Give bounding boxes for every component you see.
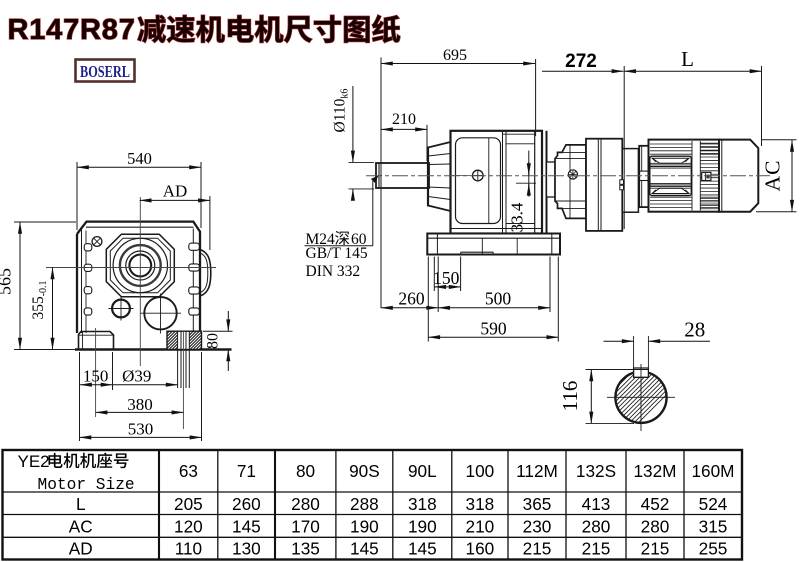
svg-text:AD: AD	[163, 182, 188, 201]
svg-text:R147R87: R147R87	[8, 14, 136, 46]
svg-text:100: 100	[466, 461, 495, 481]
svg-text:110: 110	[175, 539, 202, 559]
svg-text:120: 120	[174, 516, 203, 536]
svg-text:71: 71	[237, 461, 256, 481]
svg-text:215: 215	[523, 539, 552, 559]
svg-text:215: 215	[641, 539, 670, 559]
svg-text:130: 130	[232, 539, 261, 559]
svg-text:60: 60	[351, 231, 367, 248]
svg-text:272: 272	[565, 51, 597, 72]
svg-text:80: 80	[205, 333, 222, 349]
svg-text:210: 210	[392, 111, 416, 128]
svg-text:150: 150	[433, 268, 460, 288]
svg-text:145: 145	[350, 539, 379, 559]
svg-text:190: 190	[408, 516, 437, 536]
svg-text:170: 170	[291, 516, 320, 536]
svg-text:190: 190	[350, 516, 379, 536]
svg-text:215: 215	[582, 539, 611, 559]
svg-text:L: L	[681, 47, 694, 71]
svg-text:280: 280	[291, 494, 320, 514]
svg-text:132S: 132S	[576, 461, 616, 481]
svg-text:Ø39: Ø39	[122, 367, 151, 386]
svg-text:230: 230	[523, 516, 552, 536]
svg-text:90L: 90L	[408, 461, 437, 481]
svg-text:524: 524	[699, 494, 728, 514]
svg-text:GB/T 145: GB/T 145	[306, 245, 368, 262]
svg-text:116: 116	[558, 381, 582, 412]
svg-text:112M: 112M	[516, 461, 558, 481]
svg-text:160M: 160M	[692, 461, 735, 481]
svg-text:210: 210	[466, 516, 495, 536]
svg-text:90S: 90S	[349, 461, 380, 481]
svg-text:Motor Size: Motor Size	[38, 476, 135, 494]
svg-text:YE2: YE2	[18, 452, 50, 471]
svg-text:AC: AC	[69, 516, 93, 536]
svg-text:AD: AD	[69, 539, 93, 559]
svg-text:150: 150	[83, 367, 109, 386]
svg-text:695: 695	[443, 47, 467, 64]
svg-text:33.4: 33.4	[507, 202, 526, 232]
svg-text:Ø110k6: Ø110k6	[332, 89, 351, 133]
svg-text:280: 280	[582, 516, 611, 536]
svg-text:28: 28	[684, 318, 705, 342]
svg-text:318: 318	[408, 494, 437, 514]
svg-text:260: 260	[232, 494, 261, 514]
svg-text:318: 318	[466, 494, 495, 514]
svg-text:135: 135	[291, 539, 320, 559]
svg-text:315: 315	[699, 516, 728, 536]
svg-text:145: 145	[232, 516, 261, 536]
svg-text:M24: M24	[306, 231, 336, 248]
svg-text:565: 565	[0, 268, 15, 295]
svg-text:145: 145	[408, 539, 437, 559]
svg-text:DIN 332: DIN 332	[306, 263, 361, 280]
svg-text:590: 590	[480, 319, 507, 339]
svg-text:530: 530	[128, 420, 154, 439]
svg-text:260: 260	[398, 289, 425, 309]
svg-text:205: 205	[174, 494, 203, 514]
svg-text:540: 540	[127, 149, 152, 168]
svg-text:BOSERL: BOSERL	[80, 62, 130, 81]
svg-text:288: 288	[350, 494, 379, 514]
svg-text:160: 160	[466, 539, 495, 559]
svg-text:500: 500	[485, 289, 512, 309]
svg-text:L: L	[76, 494, 86, 514]
svg-text:280: 280	[641, 516, 670, 536]
svg-text:AC: AC	[761, 160, 785, 192]
svg-text:132M: 132M	[634, 461, 677, 481]
svg-text:413: 413	[582, 494, 611, 514]
svg-text:63: 63	[179, 461, 198, 481]
svg-text:365: 365	[523, 494, 552, 514]
svg-text:452: 452	[641, 494, 670, 514]
svg-text:255: 255	[699, 539, 728, 559]
svg-text:80: 80	[296, 461, 315, 481]
svg-text:380: 380	[127, 395, 153, 414]
